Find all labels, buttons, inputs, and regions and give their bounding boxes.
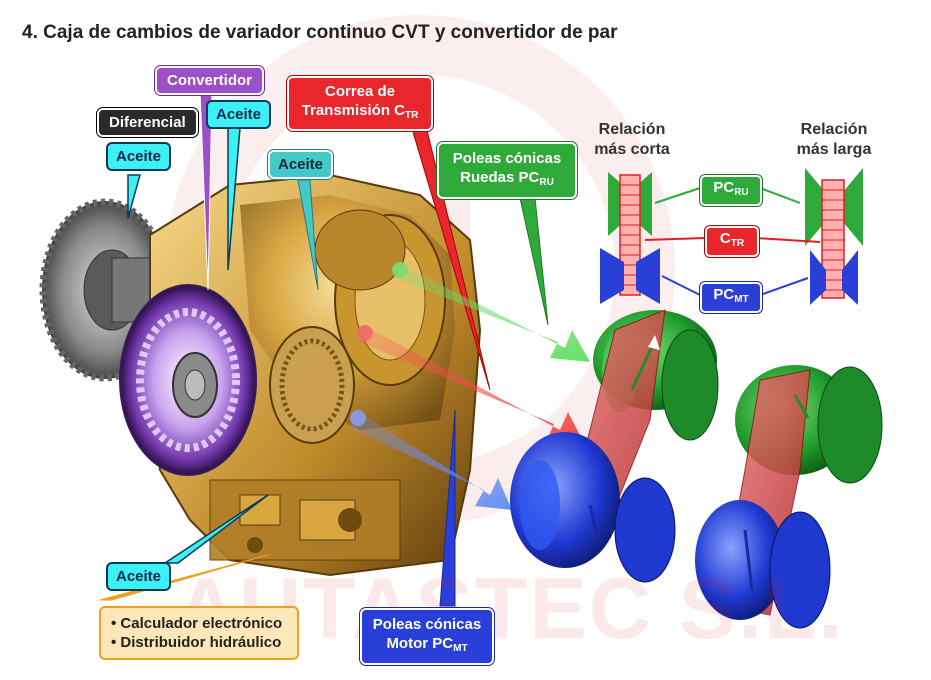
legend-connectors: [644, 187, 821, 296]
legend-pc-mt-text: PC: [713, 286, 735, 303]
callout-correa-transmision: Correa de Transmisión CTR: [287, 76, 433, 131]
torque-converter-image: [119, 284, 257, 476]
poleas-motor-line2-text: Motor PC: [386, 635, 454, 652]
legend-c-tr-subscript: TR: [730, 238, 745, 249]
callout-poleas-motor: Poleas cónicas Motor PCMT: [360, 608, 494, 665]
legend-pc-ru: PCRU: [700, 175, 762, 206]
legend-pc-mt-subscript: MT: [734, 294, 749, 305]
calculador-line2: • Distribuidor hidráulico: [111, 634, 282, 651]
callout-calculador: • Calculador electrónico • Distribuidor …: [99, 606, 299, 660]
heading-relacion-corta: Relación más corta: [582, 120, 682, 160]
correa-line2-text: Transmisión C: [301, 102, 405, 119]
pointer-arrows: [350, 262, 590, 510]
legend-pc-ru-subscript: RU: [734, 187, 749, 198]
page-title: 4. Caja de cambios de variador continuo …: [22, 22, 618, 43]
poleas-motor-subscript: MT: [453, 643, 468, 654]
callout-poleas-ruedas: Poleas cónicas Ruedas PCRU: [437, 142, 577, 199]
poleas-ruedas-line1: Poleas cónicas: [452, 150, 562, 167]
callout-aceite-bottom: Aceite: [106, 562, 172, 591]
legend-pc-ru-text: PC: [713, 179, 735, 196]
callout-aceite-convertidor: Aceite: [206, 100, 272, 129]
relacion-corta-line2: más corta: [594, 141, 670, 158]
pulley-render-short-ratio: [510, 309, 719, 583]
calculador-line1: • Calculador electrónico: [111, 615, 283, 632]
relacion-corta-line1: Relación: [598, 121, 666, 138]
poleas-ruedas-line2: Ruedas PCRU: [449, 168, 565, 192]
relacion-larga-line2: más larga: [796, 141, 872, 158]
pulley-render-long-ratio: [695, 365, 883, 629]
legend-pc-mt: PCMT: [700, 282, 762, 313]
callout-convertidor: Convertidor: [155, 66, 265, 95]
callout-aceite-diferencial: Aceite: [106, 142, 172, 171]
correa-line2: Transmisión CTR: [299, 101, 421, 125]
relacion-larga-line1: Relación: [800, 121, 868, 138]
poleas-motor-line2: Motor PCMT: [372, 634, 482, 658]
schematic-long-ratio: [805, 168, 863, 305]
correa-subscript: TR: [405, 110, 419, 121]
poleas-ruedas-subscript: RU: [539, 177, 554, 188]
schematic-short-ratio: [600, 172, 660, 304]
legend-c-tr-text: C: [719, 230, 731, 247]
legend-c-tr: CTR: [705, 226, 759, 257]
callout-aceite-correa: Aceite: [268, 150, 334, 179]
poleas-motor-line1: Poleas cónicas: [372, 616, 482, 633]
heading-relacion-larga: Relación más larga: [784, 120, 884, 160]
callout-diferencial: Diferencial: [97, 108, 198, 137]
poleas-ruedas-line2-text: Ruedas PC: [460, 169, 540, 186]
correa-line1: Correa de: [324, 83, 396, 100]
